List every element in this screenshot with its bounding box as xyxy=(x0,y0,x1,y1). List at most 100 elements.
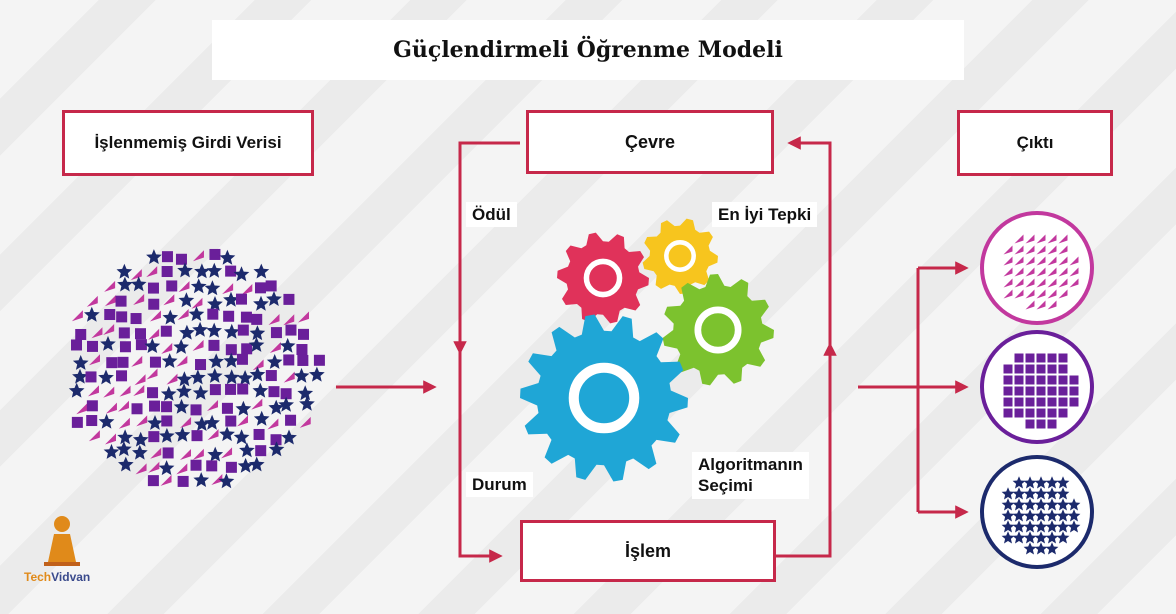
star-icon xyxy=(252,382,269,398)
square-icon xyxy=(148,431,160,443)
marker-icon xyxy=(299,416,311,428)
square-icon xyxy=(149,400,161,412)
square-icon xyxy=(116,311,128,323)
star-icon xyxy=(208,353,224,369)
gear-icon xyxy=(520,314,688,482)
square-icon xyxy=(225,415,237,427)
star-icon xyxy=(1023,476,1037,489)
square-icon xyxy=(1047,353,1057,363)
marker-icon xyxy=(117,400,129,412)
star-icon xyxy=(100,335,116,351)
gear-icon xyxy=(642,218,718,294)
star-icon xyxy=(253,410,270,426)
marker-icon xyxy=(1036,278,1046,288)
reward-label: Ödül xyxy=(466,202,517,228)
marker-icon xyxy=(180,448,192,460)
output-label: Çıktı xyxy=(1016,133,1054,152)
marker-icon xyxy=(105,433,117,445)
square-icon xyxy=(298,328,310,340)
gear-teeth xyxy=(642,218,718,294)
gear-hole xyxy=(694,306,742,354)
square-icon xyxy=(270,434,282,446)
star-icon xyxy=(1045,487,1059,500)
marker-icon xyxy=(1047,256,1057,266)
star-icon xyxy=(1034,520,1048,533)
square-icon xyxy=(1058,397,1068,407)
star-icon xyxy=(1023,487,1037,500)
star-icon xyxy=(176,383,192,399)
star-icon xyxy=(219,249,236,265)
square-icon xyxy=(1003,364,1013,374)
square-icon xyxy=(1025,353,1035,363)
square-icon xyxy=(280,388,292,400)
star-icon xyxy=(1023,509,1037,522)
star-icon xyxy=(1001,520,1015,533)
square-icon xyxy=(283,293,295,305)
star-icon xyxy=(174,426,191,442)
square-icon xyxy=(190,404,202,416)
marker-icon xyxy=(149,310,161,322)
square-icon xyxy=(240,311,252,323)
star-icon xyxy=(299,395,315,411)
star-icon xyxy=(1001,498,1015,511)
star-icon xyxy=(266,291,282,306)
environment-box: Çevre xyxy=(526,110,774,174)
square-icon xyxy=(265,280,277,292)
square-icon xyxy=(106,357,118,369)
square-icon xyxy=(1047,419,1057,429)
square-icon xyxy=(1025,408,1035,418)
star-icon xyxy=(1001,509,1015,522)
star-icon xyxy=(132,431,149,447)
square-icon xyxy=(118,327,130,339)
state-label: Durum xyxy=(466,472,533,498)
square-icon xyxy=(270,327,282,339)
output-box: Çıktı xyxy=(957,110,1113,176)
star-icon xyxy=(188,306,205,322)
star-icon xyxy=(1034,476,1048,489)
marker-icon xyxy=(1003,278,1013,288)
marker-icon xyxy=(118,417,130,429)
star-icon xyxy=(1056,498,1070,511)
star-icon xyxy=(116,441,132,457)
square-icon xyxy=(161,266,173,278)
marker-icon xyxy=(1036,234,1046,244)
star-icon xyxy=(1034,498,1048,511)
star-icon xyxy=(190,278,207,294)
marker-icon xyxy=(1025,278,1035,288)
marker-icon xyxy=(1058,234,1068,244)
square-icon xyxy=(117,356,129,368)
marker-icon xyxy=(192,250,204,262)
marker-icon xyxy=(283,371,295,383)
star-icon xyxy=(194,416,210,431)
square-icon xyxy=(265,370,277,382)
marker-icon xyxy=(206,399,218,411)
flow-arrows xyxy=(336,136,969,563)
star-icon xyxy=(190,369,206,385)
marker-icon xyxy=(192,339,204,351)
marker-icon xyxy=(103,323,115,335)
star-icon xyxy=(72,355,89,370)
square-icon xyxy=(1036,386,1046,396)
star-icon xyxy=(223,369,240,385)
marker-icon xyxy=(1058,289,1068,299)
star-icon xyxy=(206,262,223,278)
square-icon xyxy=(175,253,187,265)
square-icon xyxy=(1025,397,1035,407)
star-icon xyxy=(249,366,266,382)
star-icon xyxy=(207,296,223,311)
star-icon xyxy=(239,442,255,458)
star-icon xyxy=(1045,542,1059,555)
marker-icon xyxy=(1025,289,1035,299)
marker-icon xyxy=(1014,278,1024,288)
marker-icon xyxy=(1014,234,1024,244)
star-icon xyxy=(117,276,133,292)
star-icon xyxy=(1056,531,1070,544)
marker-icon xyxy=(1003,245,1013,255)
star-icon xyxy=(1034,509,1048,522)
star-icon xyxy=(179,324,195,340)
star-icon xyxy=(1012,487,1026,500)
action-label: İşlem xyxy=(624,540,672,561)
square-icon xyxy=(75,328,87,340)
square-icon xyxy=(1058,353,1068,363)
marker-icon xyxy=(177,308,189,320)
